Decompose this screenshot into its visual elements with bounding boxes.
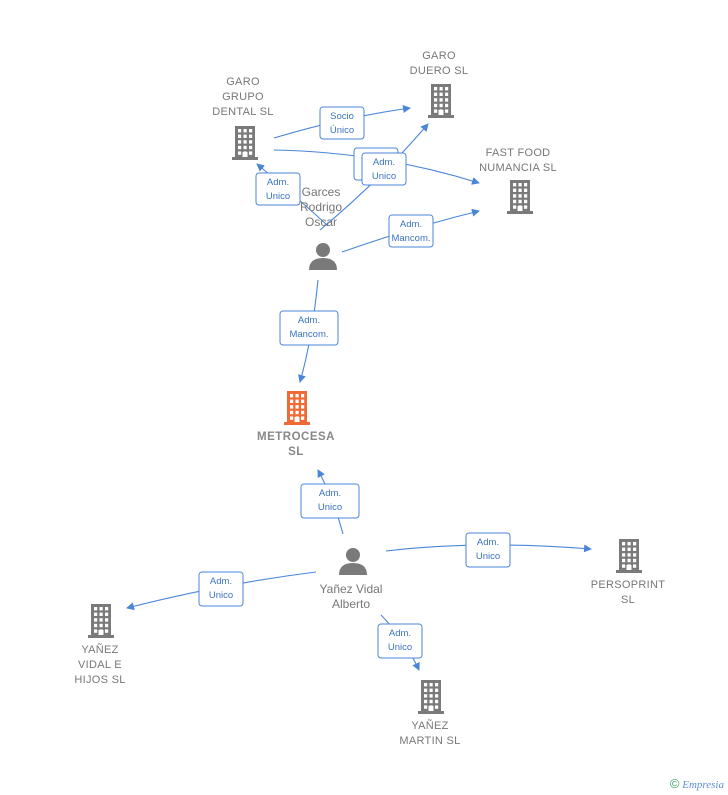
node-persoprint[interactable]: PERSOPRINT SL [591,539,666,606]
edge-label-e3[interactable]: Adm. Unico [255,172,301,206]
edge-label-e4[interactable]: Adm. Unico [361,152,407,186]
node-label: MARTIN SL [399,735,460,747]
node-label: GARO [226,76,260,88]
edge-label-text: Unico [318,502,342,513]
edge-label-e5[interactable]: Adm. Mancom. [388,214,434,248]
node-label: SL [621,594,635,606]
node-yanez-hijos[interactable]: YAÑEZ VIDAL E HIJOS SL [74,604,125,686]
node-label: VIDAL E [78,659,122,671]
node-label: GARO [422,50,456,62]
copyright-icon: © [669,776,680,791]
edges-layer: SocioÚnicoSocioÚnicoAdm.UnicoAdm.UnicoAd… [126,105,592,671]
edge-label-text: Único [330,125,354,136]
building-icon [284,391,310,425]
person-icon [339,548,367,575]
brand-name[interactable]: Empresia [682,779,724,791]
node-label: Rodrigo [300,200,342,214]
node-label: YAÑEZ [81,643,118,656]
node-metrocesa[interactable]: METROCESA SL [257,391,335,458]
edge-label-e6[interactable]: Adm. Mancom. [279,310,339,346]
building-icon [616,539,642,573]
edge-label-text: Adm. [298,315,320,326]
edge-label-text: Adm. [210,576,232,587]
edge-label-text: Unico [476,551,500,562]
node-label: Alberto [332,597,370,611]
node-label: Garces [302,185,341,199]
edge-label-box [198,571,244,607]
edge-label-box [279,310,339,346]
edge-label-text: Adm. [319,488,341,499]
node-garo-duero[interactable]: GARO DUERO SL [410,50,469,118]
edge-label-box [377,623,423,659]
building-icon [232,126,258,160]
edge-label-e8[interactable]: Adm. Unico [465,532,511,568]
edge-label-box [300,483,360,519]
node-label: DUERO SL [410,65,469,77]
edge-label-text: Unico [209,590,233,601]
edge-label-e9[interactable]: Adm. Unico [198,571,244,607]
edge-label-text: Mancom. [289,329,328,340]
node-label: SL [288,446,304,458]
edge-label-text: Mancom. [391,233,430,244]
edge-label-box [388,214,434,248]
node-label: NUMANCIA SL [479,162,557,174]
person-icon [309,243,337,270]
edge-label-text: Unico [266,191,290,202]
node-label: YAÑEZ [411,719,448,732]
node-label: Oscar [305,215,337,229]
node-label: Yañez Vidal [320,582,383,596]
edge-label-text: Adm. [389,628,411,639]
edge-label-text: Adm. [477,537,499,548]
edge-label-text: Adm. [400,219,422,230]
node-label: DENTAL SL [212,106,273,118]
edge-label-text: Adm. [267,177,289,188]
nodes-layer: GARO GRUPO DENTAL SL GARO DUERO SL FAST FOOD N… [74,50,665,747]
node-yanez-martin[interactable]: YAÑEZ MARTIN SL [399,680,460,747]
edge-label-e7[interactable]: Adm. Unico [300,483,360,519]
edge-label-text: Socio [330,111,354,122]
node-label: HIJOS SL [74,674,125,686]
edge-label-box [361,152,407,186]
footer-brand: © Empresia [670,776,724,791]
edge-label-box [465,532,511,568]
node-label: FAST FOOD [486,147,551,159]
building-icon [507,180,533,214]
edge-label-box [255,172,301,206]
edge-label-e10[interactable]: Adm. Unico [377,623,423,659]
node-label: METROCESA [257,431,335,443]
edge-label-box [319,106,365,140]
building-icon [88,604,114,638]
node-fast-food[interactable]: FAST FOOD NUMANCIA SL [479,147,557,214]
building-icon [428,84,454,118]
edge-label-text: Unico [388,642,412,653]
node-label: PERSOPRINT [591,579,666,591]
node-label: GRUPO [222,91,264,103]
node-garo-grupo[interactable]: GARO GRUPO DENTAL SL [212,76,273,160]
edge-label-text: Unico [372,171,396,182]
building-icon [418,680,444,714]
edge-label-text: Adm. [373,157,395,168]
